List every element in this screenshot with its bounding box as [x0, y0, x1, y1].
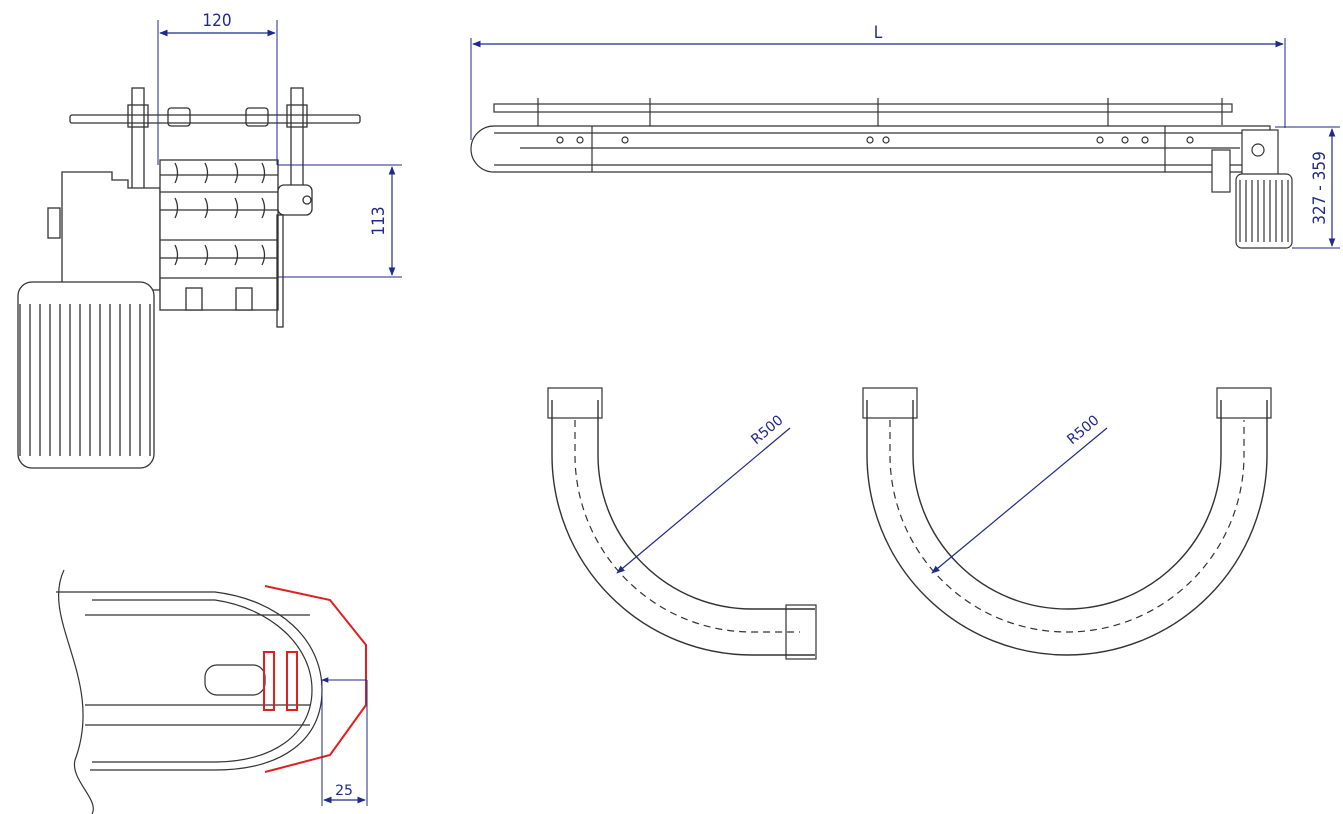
dimension-width-label: 120: [202, 11, 231, 31]
radius-dimension-left: R500: [616, 412, 791, 574]
tension-adjusted-chain: [263, 585, 367, 773]
dimension-height: 113: [278, 164, 402, 278]
dimension-width: 120: [157, 11, 278, 165]
dimension-height-label: 113: [369, 206, 389, 235]
chain-tension-detail-view: [56, 569, 323, 814]
dimension-height-range: 327 - 359: [1275, 126, 1340, 249]
dimension-offset-label: 25: [335, 783, 353, 799]
dimension-offset: 25: [321, 677, 368, 806]
radius-dimension-right: R500: [931, 412, 1108, 574]
curve-90-degree-view: [547, 387, 817, 660]
dimension-length: L: [470, 23, 1286, 140]
radius-label-left: R500: [748, 412, 786, 448]
dimension-height-range-label: 327 - 359: [1310, 151, 1330, 225]
radius-label-right: R500: [1064, 412, 1102, 448]
dimension-length-label: L: [874, 23, 883, 43]
front-section-view: [17, 87, 361, 469]
side-elevation-view: [470, 98, 1293, 249]
curve-180-degree-view: [862, 387, 1272, 656]
